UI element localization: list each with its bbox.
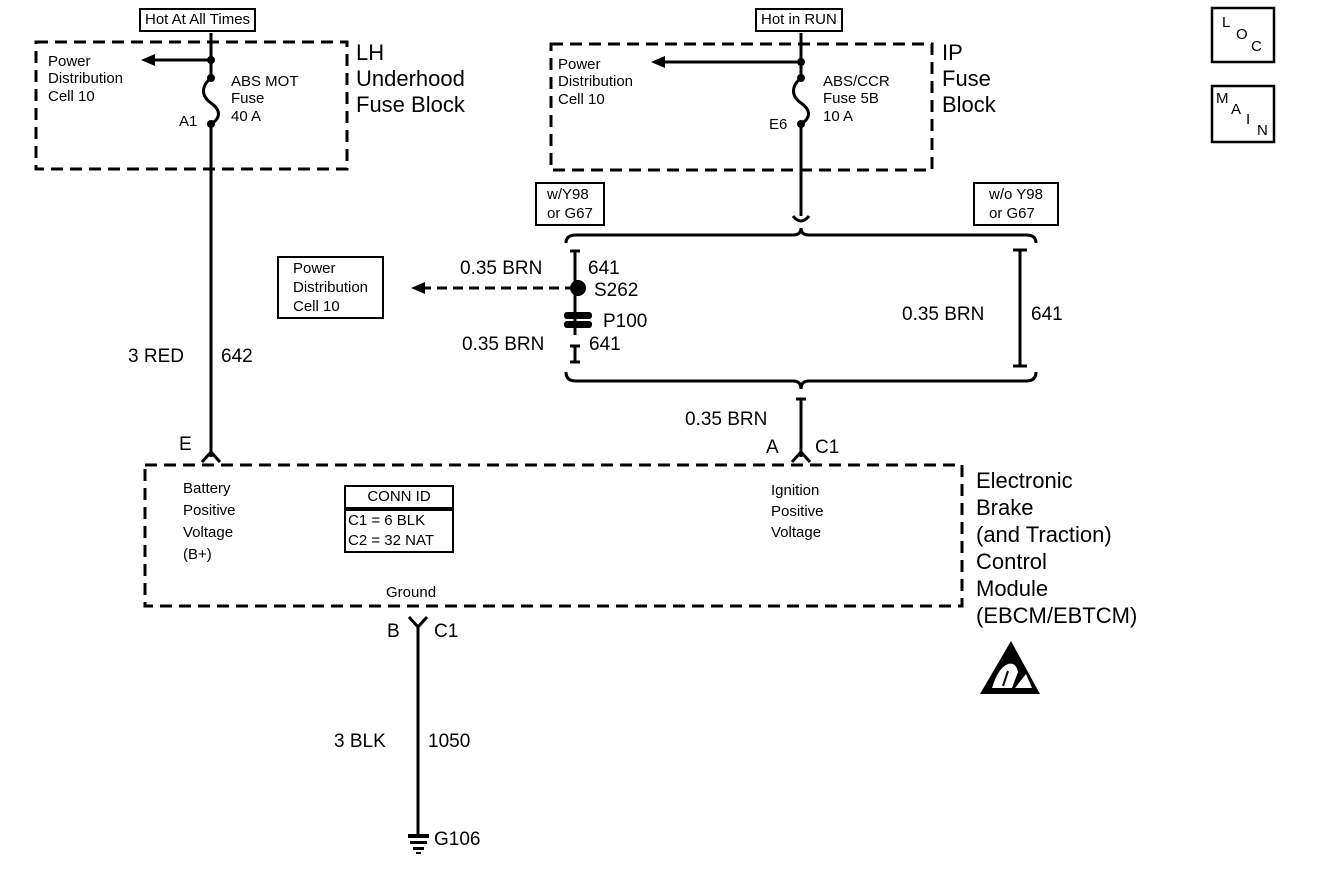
ip-fuse-block-name: IP Fuse Block — [942, 40, 996, 117]
ebcm-module-name: Electronic Brake (and Traction) Control … — [976, 468, 1138, 628]
ignition-positive-voltage-label: Ignition Positive Voltage — [771, 482, 824, 541]
pin-b-label: B — [387, 621, 400, 642]
red-wire-circuit: 642 — [221, 346, 253, 367]
brn-wire-size-lower: 0.35 BRN — [462, 334, 545, 355]
main-box-outline — [1210, 84, 1276, 144]
ip-power-distribution-label: Power Distribution Cell 10 — [558, 56, 634, 108]
conn-c2-value: C2 = 32 NAT — [348, 532, 435, 549]
abs-mot-fuse-label: ABS MOT Fuse 40 A — [231, 73, 299, 125]
battery-positive-voltage-label: Battery Positive Voltage (B+) — [183, 480, 236, 563]
abs-ccr-fuse-label: ABS/CCR Fuse 5B 10 A — [823, 73, 890, 125]
e6-pin-label: E6 — [769, 116, 788, 133]
blk-wire-size: 3 BLK — [334, 731, 386, 752]
main-button[interactable]: M A I N — [1212, 86, 1274, 142]
hot-at-all-times-label: Hot At All Times — [139, 8, 257, 32]
splice-power-distribution-box: Power Distribution Cell 10 — [277, 256, 385, 319]
brn-wire-circuit-upper: 641 — [588, 258, 620, 279]
loc-box-outline — [1210, 6, 1276, 64]
loc-letter-c: C — [1251, 38, 1262, 55]
main-letter-i: I — [1246, 111, 1251, 128]
option-without-y98-box: w/o Y98 or G67 — [973, 182, 1059, 226]
splice-dot — [570, 280, 586, 296]
brn-wire-size-module: 0.35 BRN — [685, 409, 768, 430]
conn-id-values: C1 = 6 BLK C2 = 32 NAT — [344, 509, 454, 553]
option-with-y98-box: w/Y98 or G67 — [535, 182, 605, 226]
brn-wire-size-right: 0.35 BRN — [902, 304, 985, 325]
lh-fuse-block-outline — [34, 40, 349, 171]
brn-wire-circuit-lower: 641 — [589, 334, 621, 355]
loc-letter-l: L — [1222, 14, 1231, 31]
brn-wire-size-upper: 0.35 BRN — [460, 258, 543, 279]
conn-c1-value: C1 = 6 BLK — [348, 512, 426, 529]
brn-wire-circuit-right: 641 — [1031, 304, 1063, 325]
pin-e-label: E — [179, 434, 192, 455]
pin-a-label: A — [766, 437, 779, 458]
ground-label: Ground — [386, 584, 437, 601]
ground-symbol — [408, 834, 429, 838]
hot-in-run-label: Hot in RUN — [755, 8, 843, 32]
red-wire-size: 3 RED — [128, 346, 184, 367]
main-letter-n: N — [1257, 122, 1268, 139]
loc-button[interactable]: L O C — [1212, 8, 1274, 62]
ip-fuse-block-outline — [549, 42, 934, 172]
main-letter-a: A — [1231, 101, 1242, 118]
main-letter-m: M — [1216, 90, 1229, 107]
pass-through-connector — [564, 312, 592, 319]
loc-letter-o: O — [1236, 26, 1248, 43]
conn-id-title: CONN ID — [344, 485, 454, 509]
connector-c1-label-top: C1 — [815, 437, 840, 458]
lh-underhood-fuse-block-name: LH Underhood Fuse Block — [356, 40, 465, 117]
a1-pin-label: A1 — [179, 113, 198, 130]
ebcm-module-outline — [143, 463, 964, 608]
connector-c1-label-bottom: C1 — [434, 621, 459, 642]
ground-g106-label: G106 — [434, 829, 481, 850]
pass-through-p100-label: P100 — [603, 311, 648, 332]
blk-wire-circuit: 1050 — [428, 731, 471, 752]
lh-power-distribution-label: Power Distribution Cell 10 — [48, 53, 124, 105]
splice-s262-label: S262 — [594, 280, 639, 301]
